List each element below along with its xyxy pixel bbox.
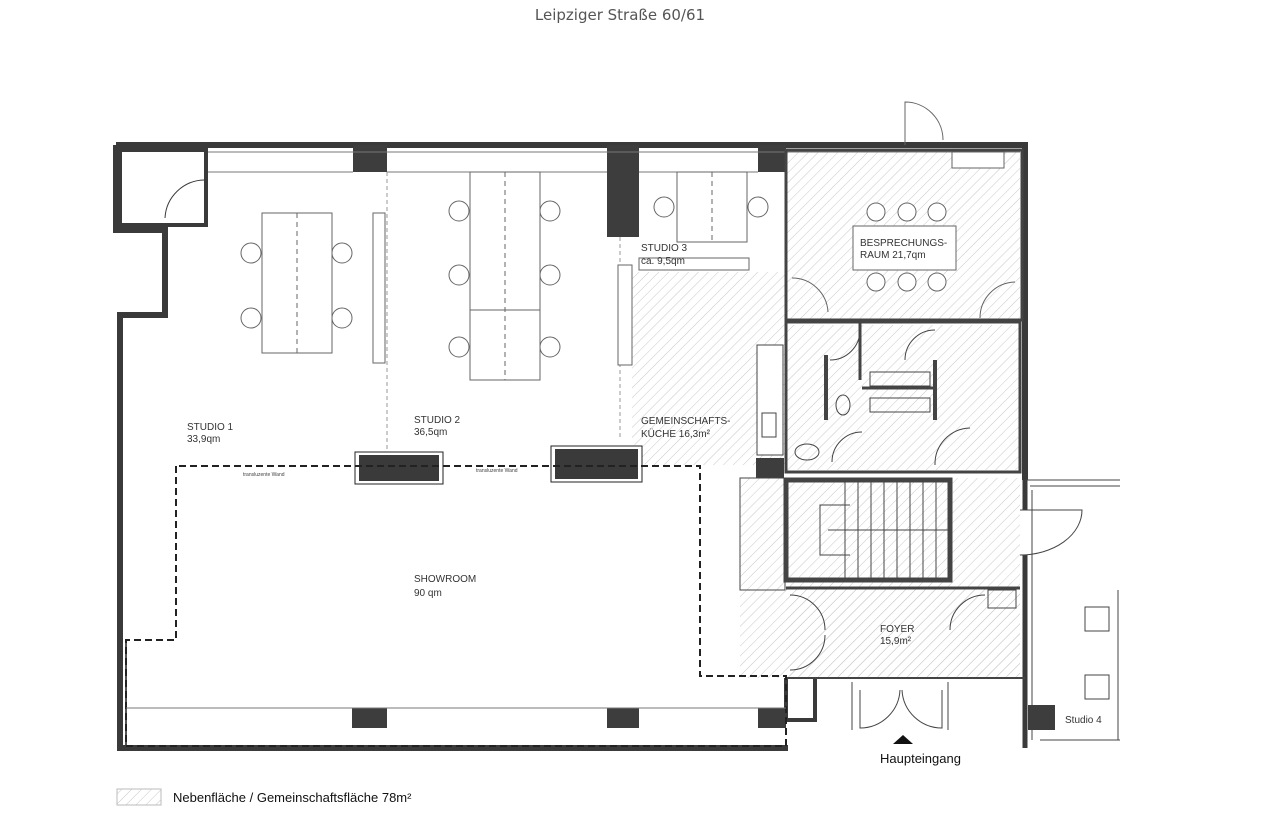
kitchen-name: GEMEINSCHAFTS- xyxy=(641,416,730,427)
translucent-wall-note-1: transluzente Wand xyxy=(243,472,285,478)
kitchen-area: KÜCHE 16,3m² xyxy=(641,428,711,440)
translucent-walls xyxy=(354,445,643,485)
facade-window-top xyxy=(208,151,1020,173)
legend-hatch-swatch xyxy=(116,788,162,806)
showroom-boundary xyxy=(125,465,787,747)
studio4-annex xyxy=(1019,479,1120,741)
storage-room xyxy=(118,148,208,227)
studio3-name: STUDIO 3 xyxy=(641,243,688,254)
exterior-walls xyxy=(113,142,1028,751)
studio2-furniture xyxy=(448,171,633,381)
main-entrance-label: Haupteingang xyxy=(880,751,961,766)
showroom-area: 90 qm xyxy=(414,588,442,599)
studio3-area: ca. 9,5qm xyxy=(641,256,685,267)
studio2-area: 36,5qm xyxy=(414,427,447,438)
studio1-name: STUDIO 1 xyxy=(187,422,234,433)
foyer-doors xyxy=(786,586,1025,730)
foyer-area: 15,9m² xyxy=(880,636,912,647)
meeting-room-name: BESPRECHUNGS- xyxy=(860,238,947,249)
legend-label: Nebenfläche / Gemeinschaftsfläche 78m² xyxy=(173,790,412,805)
meeting-room-area: RAUM 21,7qm xyxy=(860,250,926,261)
studio1-area: 33,9qm xyxy=(187,434,220,445)
staircase xyxy=(739,477,953,591)
columns xyxy=(352,145,786,728)
plan-title: Leipziger Straße 60/61 xyxy=(534,6,706,24)
studio1-furniture xyxy=(240,212,386,364)
studio4-name: Studio 4 xyxy=(1065,715,1102,726)
translucent-wall-note-2: transluzente Wand xyxy=(476,468,518,474)
showroom-name: SHOWROOM xyxy=(414,574,476,585)
entrance-arrow-icon xyxy=(893,735,913,744)
foyer-name: FOYER xyxy=(880,624,914,635)
common-area-hatch xyxy=(632,152,1020,678)
sanitary-block xyxy=(756,320,1022,474)
studio2-name: STUDIO 2 xyxy=(414,415,461,426)
meeting-room xyxy=(784,101,1024,322)
